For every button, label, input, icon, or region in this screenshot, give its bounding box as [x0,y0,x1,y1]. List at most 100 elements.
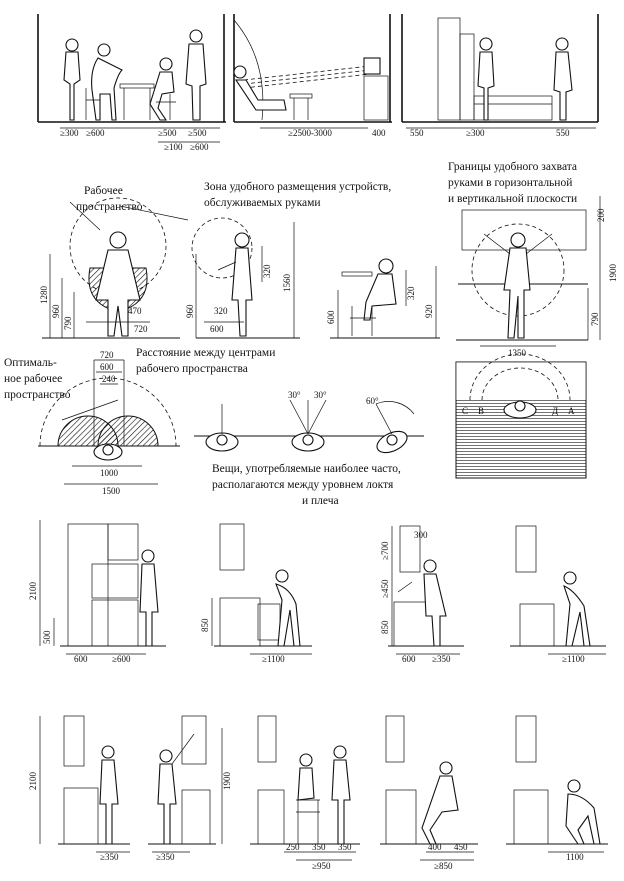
dim-r1p3-2: 550 [556,128,570,138]
dim-r5p2-1: 1900 [222,772,232,791]
dim-r3t-3: 1000 [100,468,119,478]
caption-optimal-1: Оптималь- [4,357,57,369]
dim-r1p2-1: 400 [372,128,386,138]
caption-grasp-1: Границы удобного захвата [448,161,577,173]
caption-frequent-2: располагаются между уровнем локтя [212,479,394,491]
dim-r5p2-0: ≥350 [156,852,175,862]
dim-r2s-4: 600 [210,324,224,334]
caption-work-space-2: пространство [76,201,143,213]
row4-panel4: ≥1100 [510,525,606,664]
letter-d: Д [552,406,558,416]
dim-r1p1-5: ≥600 [190,142,209,152]
row5-panel2: 1900 ≥350 [148,715,232,862]
caption-frequent-1: Вещи, употребляемые наиболее часто, [212,463,401,475]
caption-grasp-3: и вертикальной плоскости [448,193,577,205]
caption-frequent-3: и плеча [302,495,339,507]
row2-captions: Рабочее пространство Зона удобного разме… [76,161,577,213]
dim-r4p3-0: 300 [414,530,428,540]
row5-panel4: 400 450 ≥850 [380,715,478,871]
dim-r1p3-1: ≥300 [466,128,485,138]
row1-panel1: ≥300 ≥600 ≥500 ≥500 ≥100 ≥600 [37,14,226,152]
row1-panel2: ≥2500-3000 400 [233,14,392,138]
dim-r2s-2: 1560 [282,274,292,293]
dim-angle-2: 60° [366,396,379,406]
row2-reach-front: 200 1900 790 1350 [456,196,618,358]
dim-r4p1-0: 2100 [28,582,38,601]
dim-r1p1-0: ≥300 [60,128,79,138]
dim-r4p3-2: ≥450 [380,579,390,598]
dim-angle-0: 30° [288,390,301,400]
row4-panel2: 850 ≥1100 [200,523,312,664]
dim-r2f-1: 960 [51,304,61,318]
dim-r2seat-2: 920 [424,304,434,318]
dim-r2r-3: 1350 [508,348,527,358]
letter-a: А [568,406,575,416]
dim-r2s-1: 320 [262,264,272,278]
row2-seated-figure: 600 320 920 [326,258,440,339]
dim-r5p4-1: 450 [454,842,468,852]
row5-panel3: 250 350 350 ≥950 [250,715,360,871]
dim-r2r-1: 1900 [608,264,618,283]
row4-panel1: 2100 500 600 ≥600 [28,520,166,664]
dim-r1p2-0: ≥2500-3000 [288,128,332,138]
letter-c: С [462,406,468,416]
dim-r5p3-0: 250 [286,842,300,852]
dim-r1p1-1: ≥600 [86,128,105,138]
caption-grasp-2: руками в горизонтальной [448,177,572,189]
dim-r5p4-0: 400 [428,842,442,852]
dim-angle-1: 30° [314,390,327,400]
dim-r2s-3: 320 [214,306,228,316]
dim-r2f-4: 720 [134,324,148,334]
caption-reach-zone-1: Зона удобного размещения устройств, [204,181,391,193]
dim-r2f-2: 790 [63,316,73,330]
row5-panel5: 1100 [506,715,608,862]
dim-r2r-0: 200 [596,208,606,222]
dim-r4p4-0: ≥1100 [562,654,585,664]
dim-r1p1-2: ≥500 [158,128,177,138]
dim-r4p2-1: ≥1100 [262,654,285,664]
dim-r2seat-0: 600 [326,310,336,324]
row1-panel3: 550 ≥300 550 [401,14,599,138]
caption-optimal-2: ное рабочее [4,373,62,385]
caption-work-space-1: Рабочее [84,185,123,197]
dim-r5p5-0: 1100 [566,852,584,862]
dim-r4p3-5: ≥350 [432,654,451,664]
caption-center-2: рабочего пространства [136,363,248,375]
dim-r5p4-2: ≥850 [434,861,453,871]
row2-overhead-view: С В Д А [455,353,587,479]
dim-r4p1-2: 600 [74,654,88,664]
caption-center-1: Расстояние между центрами [136,347,275,359]
dim-r2s-0: 960 [185,304,195,318]
dim-r3t-4: 1500 [102,486,121,496]
dim-r4p1-3: ≥600 [112,654,131,664]
row2-side-figure: 960 320 1560 320 600 [185,217,300,339]
dim-r4p2-0: 850 [200,618,210,632]
dim-r4p3-1: ≥700 [380,541,390,560]
dim-r1p1-4: ≥100 [164,142,183,152]
row3-top-view: 720 600 240 1000 1500 [38,350,180,496]
dim-r4p3-3: 850 [380,620,390,634]
dim-r1p1-3: ≥500 [188,128,207,138]
row4-panel3: 300 ≥700 ≥450 850 600 ≥350 [380,525,464,664]
dim-r1p3-0: 550 [410,128,424,138]
dim-r5p3-2: 350 [338,842,352,852]
dim-r4p3-4: 600 [402,654,416,664]
dim-r5p3-1: 350 [312,842,326,852]
dim-r2f-0: 1280 [39,286,49,305]
row5-panel1: 2100 ≥350 [28,715,130,862]
dim-r5p3-3: ≥950 [312,861,331,871]
caption-optimal-3: пространство [4,389,71,401]
dim-r5p1-0: 2100 [28,772,38,791]
dim-r2r-2: 790 [590,312,600,326]
dim-r2seat-1: 320 [406,286,416,300]
row3-captions: Оптималь- ное рабочее пространство Расст… [4,347,401,507]
dim-r2f-3: 470 [128,306,142,316]
dim-r3t-1: 600 [100,362,114,372]
dim-r3t-0: 720 [100,350,114,360]
row2-front-figure: 1280 960 790 470 720 [39,197,189,339]
letter-v: В [478,406,484,416]
dim-r3t-2: 240 [102,374,116,384]
row3-angle-views: 30° 30° 60° [194,390,424,454]
caption-reach-zone-2: обслуживаемых руками [204,197,321,209]
